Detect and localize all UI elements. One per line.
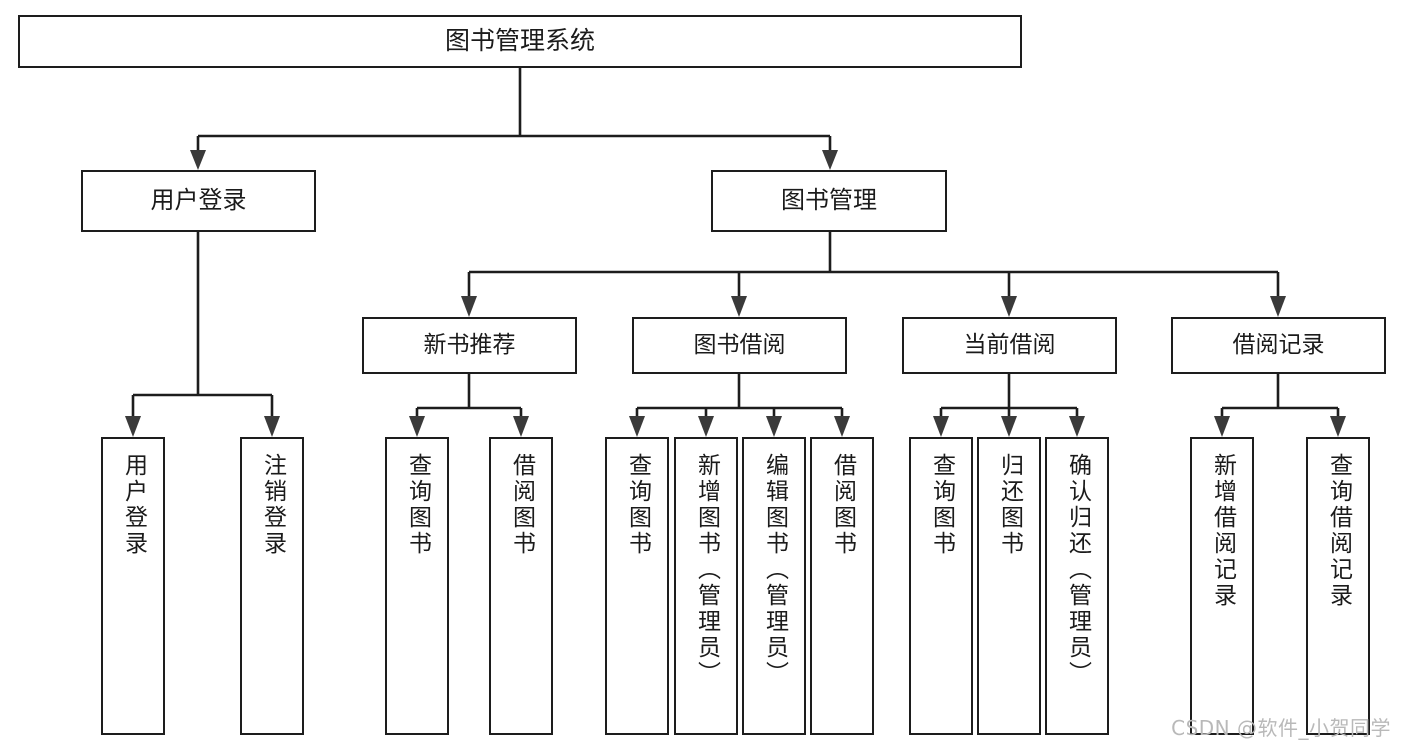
node-leaf-logout-login[interactable]: 注销登录 bbox=[240, 437, 304, 735]
node-user-login[interactable]: 用户登录 bbox=[81, 170, 316, 232]
arrow-leaf-edit-book bbox=[766, 416, 782, 437]
arrow-current-borrow bbox=[1001, 296, 1017, 317]
node-label: 图书管理系统 bbox=[444, 26, 595, 56]
node-label: 查询图书 bbox=[624, 453, 651, 557]
arrow-leaf-confirm-return bbox=[1069, 416, 1085, 437]
arrow-leaf-add-book bbox=[698, 416, 714, 437]
node-leaf-return-book[interactable]: 归还图书 bbox=[977, 437, 1041, 735]
node-label: 新书推荐 bbox=[423, 332, 516, 359]
node-label: 用户登录 bbox=[120, 453, 147, 557]
node-leaf-borrow-book-newbook[interactable]: 借阅图书 bbox=[489, 437, 553, 735]
arrow-leaf-query-record bbox=[1330, 416, 1346, 437]
arrow-book-manage bbox=[822, 150, 838, 170]
node-label: 编辑图书（管理员） bbox=[761, 453, 788, 687]
node-borrowing-record[interactable]: 借阅记录 bbox=[1171, 317, 1386, 374]
arrow-leaf-logout-login bbox=[264, 416, 280, 437]
arrow-leaf-borrow-book-b bbox=[834, 416, 850, 437]
node-label: 图书管理 bbox=[781, 186, 877, 215]
node-label: 查询图书 bbox=[404, 453, 431, 557]
node-label: 借阅图书 bbox=[829, 453, 856, 557]
node-leaf-query-book-newbook[interactable]: 查询图书 bbox=[385, 437, 449, 735]
node-label: 新增借阅记录 bbox=[1209, 453, 1236, 609]
node-label: 当前借阅 bbox=[963, 332, 1056, 359]
node-label: 确认归还（管理员） bbox=[1064, 453, 1091, 687]
node-label: 归还图书 bbox=[996, 453, 1023, 557]
node-leaf-add-book-admin[interactable]: 新增图书（管理员） bbox=[674, 437, 738, 735]
node-label: 注销登录 bbox=[259, 453, 286, 557]
node-label: 用户登录 bbox=[150, 186, 247, 215]
node-leaf-borrow-book-borrow[interactable]: 借阅图书 bbox=[810, 437, 874, 735]
node-leaf-add-borrow-record[interactable]: 新增借阅记录 bbox=[1190, 437, 1254, 735]
node-leaf-confirm-return-admin[interactable]: 确认归还（管理员） bbox=[1045, 437, 1109, 735]
node-label: 新增图书（管理员） bbox=[693, 453, 720, 687]
arrow-leaf-borrow-book-a bbox=[513, 416, 529, 437]
node-leaf-query-book-current[interactable]: 查询图书 bbox=[909, 437, 973, 735]
node-label: 借阅记录 bbox=[1232, 332, 1325, 359]
arrow-borrow-record bbox=[1270, 296, 1286, 317]
arrow-leaf-return-book bbox=[1001, 416, 1017, 437]
node-current-borrowing[interactable]: 当前借阅 bbox=[902, 317, 1117, 374]
csdn-watermark: CSDN @软件_小贺同学 bbox=[1171, 716, 1391, 740]
arrow-leaf-user-login bbox=[125, 416, 141, 437]
node-root-book-management-system[interactable]: 图书管理系统 bbox=[18, 15, 1022, 68]
arrow-user-login bbox=[190, 150, 206, 170]
node-book-borrowing[interactable]: 图书借阅 bbox=[632, 317, 847, 374]
node-label: 查询图书 bbox=[928, 453, 955, 557]
node-leaf-user-login[interactable]: 用户登录 bbox=[101, 437, 165, 735]
node-leaf-edit-book-admin[interactable]: 编辑图书（管理员） bbox=[742, 437, 806, 735]
arrow-leaf-query-book-c bbox=[933, 416, 949, 437]
node-label: 查询借阅记录 bbox=[1325, 453, 1352, 609]
node-label: 借阅图书 bbox=[508, 453, 535, 557]
arrow-book-borrow bbox=[731, 296, 747, 317]
node-leaf-query-borrow-record[interactable]: 查询借阅记录 bbox=[1306, 437, 1370, 735]
arrow-new-book-recommend bbox=[461, 296, 477, 317]
node-new-book-recommendation[interactable]: 新书推荐 bbox=[362, 317, 577, 374]
node-leaf-query-book-borrow[interactable]: 查询图书 bbox=[605, 437, 669, 735]
node-book-management[interactable]: 图书管理 bbox=[711, 170, 947, 232]
arrow-leaf-query-book-b bbox=[629, 416, 645, 437]
arrow-leaf-add-record bbox=[1214, 416, 1230, 437]
node-label: 图书借阅 bbox=[693, 332, 786, 359]
arrow-leaf-query-book-a bbox=[409, 416, 425, 437]
